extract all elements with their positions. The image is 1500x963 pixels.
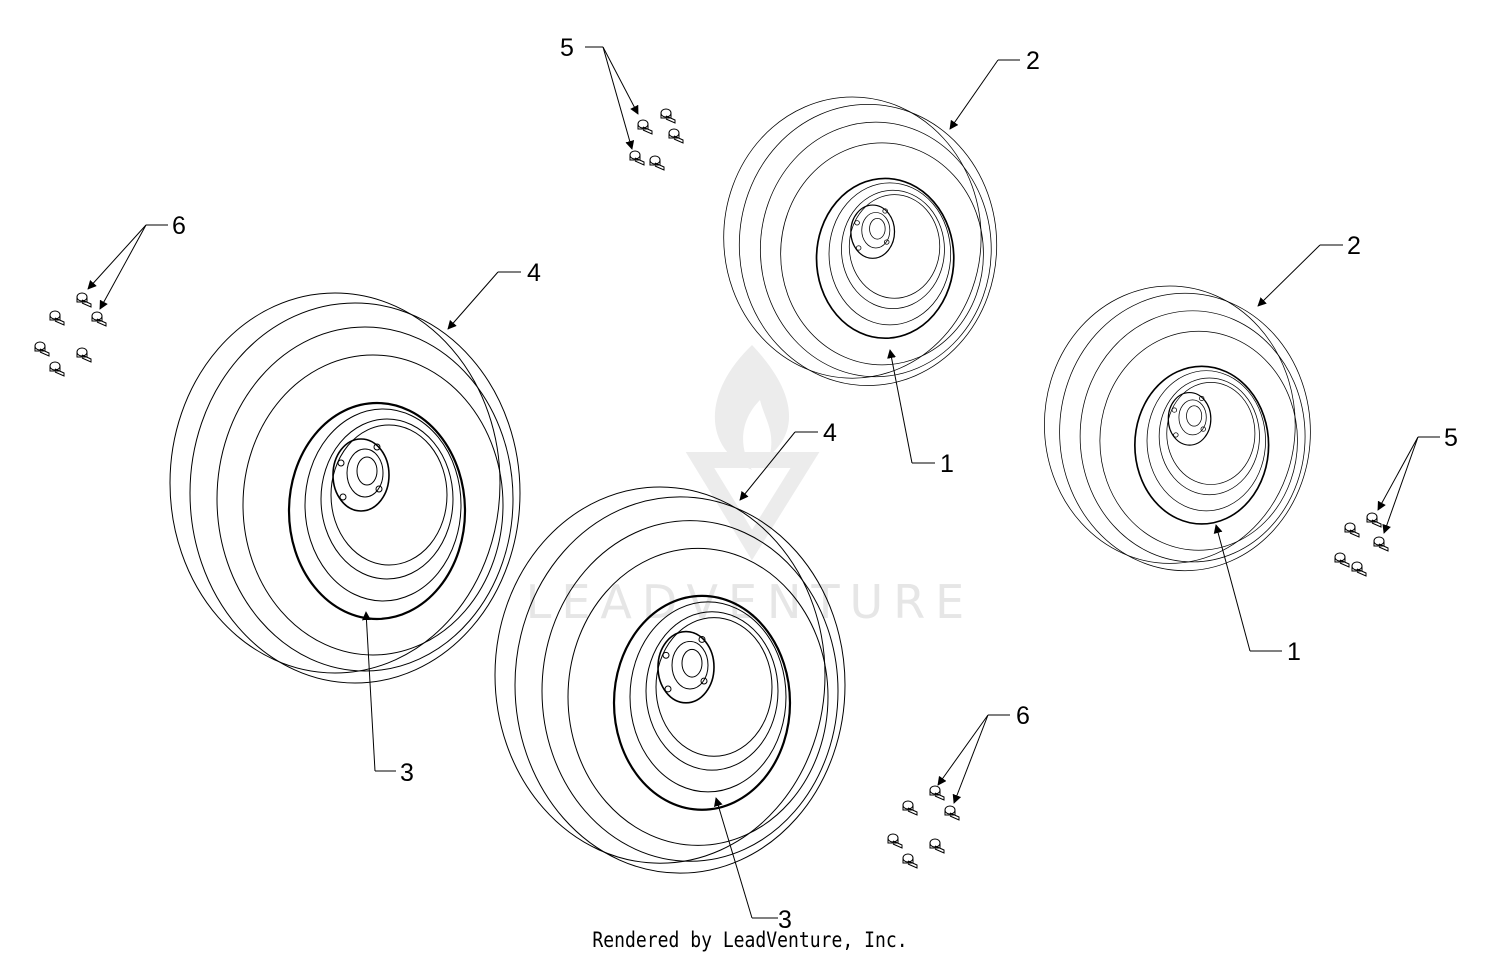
callout-label-3-left: 3 (400, 759, 414, 787)
callout-label-2-top: 2 (1026, 47, 1040, 75)
callout-label-4-center: 4 (823, 419, 837, 447)
callout-1-top: 1 (887, 349, 954, 478)
flame-logo-icon (685, 345, 820, 561)
callout-4-center: 4 (739, 419, 837, 501)
callout-2-top: 2 (949, 47, 1040, 130)
callout-label-6-bottom: 6 (1016, 702, 1030, 730)
callout-3-left: 3 (361, 611, 414, 787)
bolts-right-cluster (1334, 512, 1389, 577)
footer-credit: Rendered by LeadVenture, Inc. (592, 928, 908, 952)
callout-5-top: 5 (560, 34, 639, 150)
bolts-top-cluster (629, 108, 684, 171)
callout-label-3-center: 3 (778, 906, 792, 934)
callout-4-left: 4 (447, 259, 541, 330)
callout-6-bottom: 6 (937, 702, 1030, 804)
watermark-text: LEADVENTURE (526, 575, 975, 629)
callout-5-right: 5 (1377, 424, 1458, 534)
wheel-right-front (722, 96, 998, 387)
callout-2-right: 2 (1257, 232, 1361, 307)
bolts-left-cluster (34, 292, 107, 377)
callout-label-4-left: 4 (527, 259, 541, 287)
callout-1-right: 1 (1213, 524, 1301, 666)
callout-label-5-top: 5 (560, 34, 574, 62)
callout-label-1-right: 1 (1287, 638, 1301, 666)
bolts-bottom-cluster (887, 785, 960, 869)
callout-label-5-right: 5 (1444, 424, 1458, 452)
callout-6-left: 6 (87, 212, 186, 310)
wheel-center (493, 485, 847, 875)
callout-label-2-right: 2 (1347, 232, 1361, 260)
wheel-left-front (168, 291, 522, 685)
callout-label-6-left: 6 (172, 212, 186, 240)
callout-3-center: 3 (714, 797, 792, 934)
wheel-right-rear (1043, 285, 1312, 572)
callout-label-1-top: 1 (940, 450, 954, 478)
